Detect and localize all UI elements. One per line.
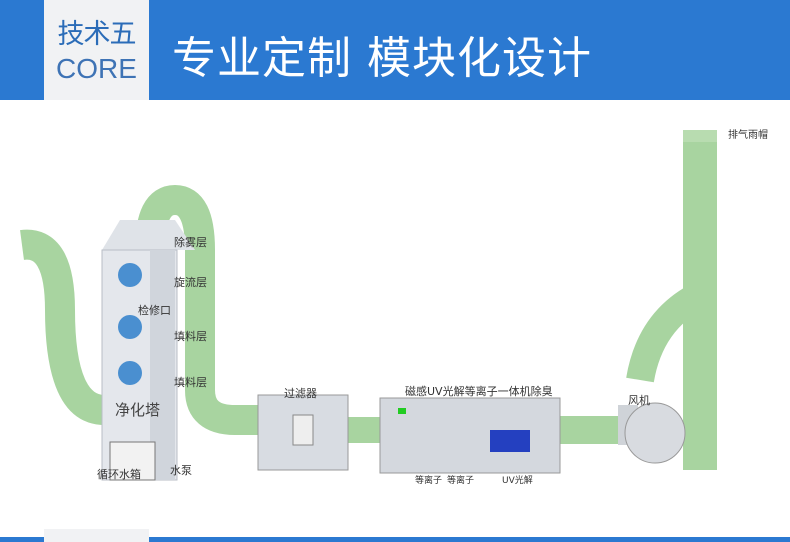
label-packing-layer-2: 填料层 [174,375,207,389]
label-plasma-2: 等离子 [447,474,474,486]
fan-unit [618,402,686,464]
window [118,315,142,339]
window [118,263,142,287]
inlet-pipe [20,229,107,425]
badge-number: 技术五 [57,19,137,50]
filter-unit [257,394,349,471]
footer-bar [0,537,790,542]
label-rain-cap: 排气雨帽 [728,128,768,141]
label-mist-layer: 除雾层 [174,235,207,249]
label-fan: 风机 [628,393,650,407]
purification-tower [101,220,195,481]
label-pump: 水泵 [170,464,192,477]
pipes [20,140,717,470]
label-inspection-port: 检修口 [138,303,171,317]
label-uv: UV光解 [502,474,533,486]
label-water-tank: 循环水箱 [97,467,141,481]
page-title: 专业定制 模块化设计 [172,33,592,84]
label-uv-unit: 磁感UV光解等离子一体机除臭 [405,384,553,398]
badge-core: CORE [56,53,137,84]
label-filter: 过滤器 [284,387,317,400]
next-section-badge [44,529,149,542]
rain-cap [683,130,717,142]
tower-outlet-pipe [135,184,265,435]
process-diagram: 除雾层 旋流层 检修口 填料层 填料层 净化塔 循环水箱 水泵 过滤器 磁感UV… [20,128,768,486]
label-plasma-1: 等离子 [415,474,442,486]
window [118,361,142,385]
label-swirl-layer: 旋流层 [174,275,207,289]
uv-plasma-unit [379,397,561,474]
section-badge: 技术五 CORE [44,0,149,100]
header-banner: 技术五 CORE 专业定制 模块化设计 [0,0,790,100]
label-tower: 净化塔 [115,401,160,419]
label-packing-layer-1: 填料层 [174,329,207,343]
water-tank-box [109,441,156,481]
